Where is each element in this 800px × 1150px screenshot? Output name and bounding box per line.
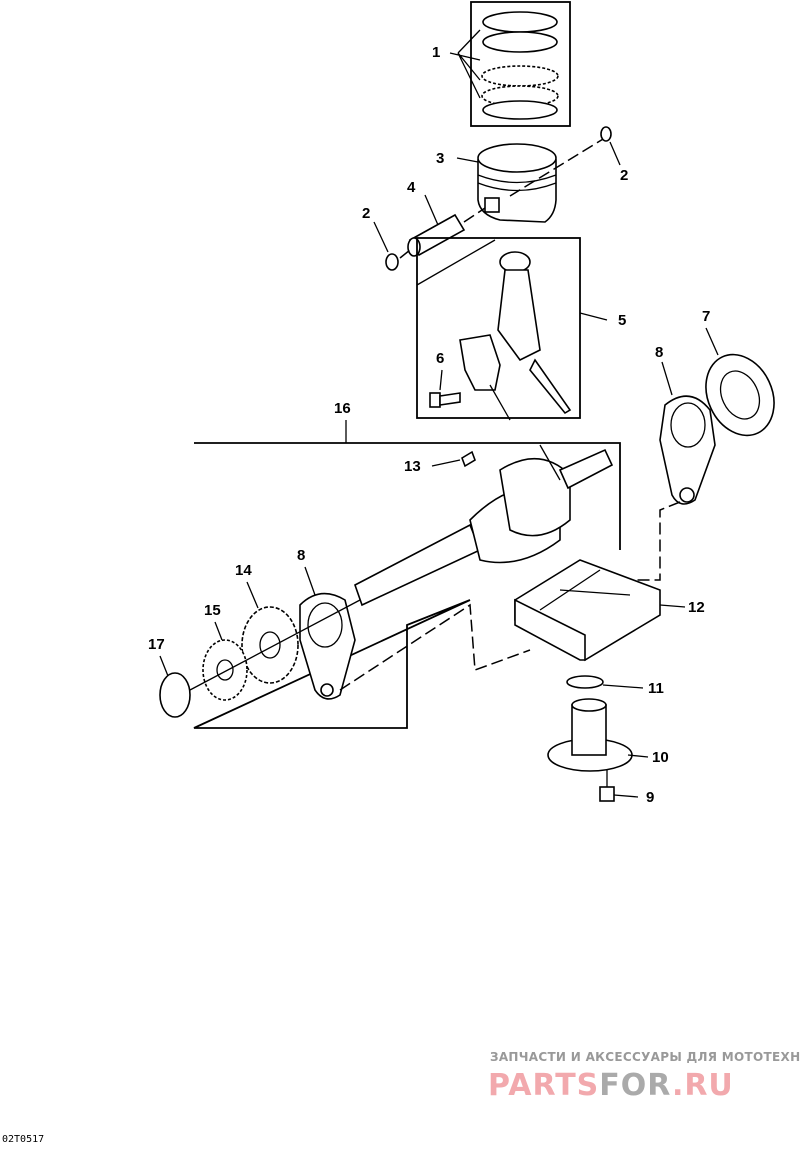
snap-ring-left[interactable]	[373, 221, 399, 271]
callout-11: 11	[648, 680, 664, 697]
watermark-brand-1: PARTS	[488, 1068, 600, 1103]
callout-7: 7	[702, 308, 710, 325]
watermark-brand-2: FOR	[599, 1068, 672, 1103]
callout-14: 14	[235, 562, 252, 579]
crankcase-block[interactable]	[514, 559, 686, 662]
crankshaft-assembly[interactable]	[193, 420, 621, 729]
callout-4: 4	[407, 179, 416, 196]
callout-8-left: 8	[297, 547, 305, 564]
rod-bolt[interactable]	[429, 369, 461, 408]
callout-15: 15	[204, 602, 221, 619]
callout-10: 10	[652, 749, 669, 766]
callout-13: 13	[404, 458, 421, 475]
washer[interactable]	[159, 655, 191, 718]
piston-rings[interactable]	[449, 1, 571, 127]
connecting-rod[interactable]	[416, 237, 608, 421]
callout-8-right: 8	[655, 344, 663, 361]
callout-12: 12	[688, 599, 705, 616]
diagram-code: 02T0517	[2, 1134, 45, 1145]
shim[interactable]	[693, 327, 787, 447]
callout-3: 3	[436, 150, 444, 167]
watermark-tagline: ЗАПЧАСТИ И АКСЕССУАРЫ ДЛЯ МОТОТЕХНИКИ	[490, 1050, 800, 1064]
bearing-plate-right[interactable]	[659, 361, 716, 505]
callout-1: 1	[432, 44, 440, 61]
gear-14[interactable]	[241, 581, 299, 684]
callout-17: 17	[148, 636, 165, 653]
piston[interactable]	[456, 143, 557, 223]
piston-pin[interactable]	[407, 194, 466, 257]
callout-2-left: 2	[362, 205, 370, 222]
o-ring[interactable]	[566, 675, 644, 689]
bolt[interactable]	[599, 770, 639, 802]
bearing-plate-left[interactable]	[299, 566, 356, 700]
callout-6: 6	[436, 350, 444, 367]
callout-9: 9	[646, 789, 654, 806]
watermark-logo: PARTSFOR.RU	[488, 1070, 734, 1102]
watermark-brand-3: .RU	[671, 1068, 734, 1103]
key[interactable]	[431, 450, 476, 468]
gear-15[interactable]	[202, 621, 248, 701]
callout-5: 5	[618, 312, 626, 329]
flange[interactable]	[547, 698, 649, 772]
callout-16: 16	[334, 400, 351, 417]
snap-ring-right[interactable]	[600, 126, 621, 166]
callout-2-right: 2	[620, 167, 628, 184]
